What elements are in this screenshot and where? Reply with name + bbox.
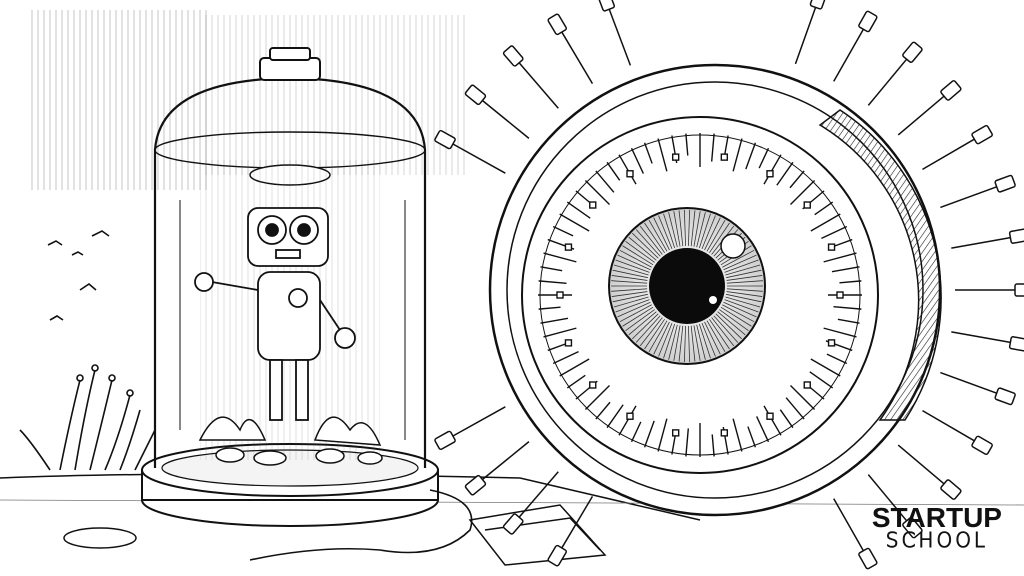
grass-plants (19, 364, 156, 471)
floor-papers (468, 504, 607, 566)
cable (249, 489, 473, 561)
logo-line-2: SCHOOL (885, 528, 989, 552)
birds (47, 230, 110, 321)
startup-school-logo: STARTUP SCHOOL (871, 502, 1002, 552)
eye-tick-marks (538, 133, 862, 457)
gadget-rays (434, 0, 1024, 570)
eye-pupil (649, 233, 746, 324)
logo-line-1: STARTUP (871, 502, 1002, 533)
background-hatching (30, 10, 465, 190)
robot-figure (194, 207, 356, 421)
jar-plants (198, 416, 383, 466)
